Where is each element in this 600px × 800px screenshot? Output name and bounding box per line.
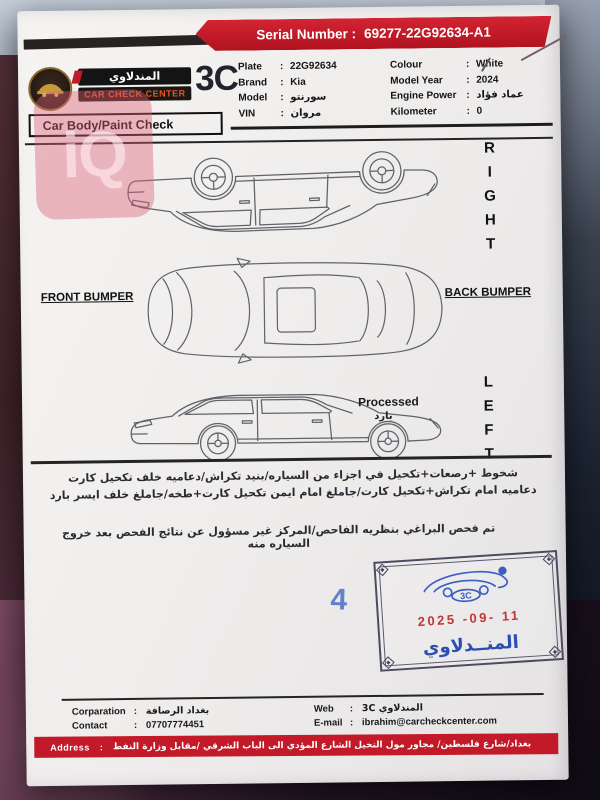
vin-label: VIN	[238, 108, 256, 120]
info-row-model: Model : سورنتو	[238, 91, 382, 104]
stamp-car-doodle-icon: 3C	[423, 566, 508, 603]
info-row-kilometer: Kilometer : 0	[390, 105, 552, 118]
footer-email-row: E-mail : ibrahim@carcheckcenter.com	[314, 716, 497, 729]
stamp-corner-ornament	[375, 563, 389, 577]
vehicle-info-table: Plate : 22G92634 Brand : Kia Model : سور…	[229, 52, 553, 130]
processed-note-arabic: بارد	[374, 410, 393, 423]
model-value: سورنتو	[290, 91, 327, 104]
model-year-label: Model Year	[390, 74, 443, 87]
stamp-name-arabic: المنــدلاوي	[422, 631, 520, 659]
web-value: المندلاوي 3C	[361, 702, 424, 715]
serial-number-banner: Serial Number : 69277-22G92634-A1	[195, 16, 551, 51]
colon: :	[99, 741, 103, 752]
stamp-corner-ornament	[542, 552, 556, 566]
address-label: Address	[50, 741, 90, 753]
stamp-code-text: 3C	[460, 590, 473, 601]
colon: :	[280, 107, 284, 119]
brand-label: Brand	[238, 77, 268, 89]
colon: :	[466, 74, 470, 86]
footer-corporation-row: Corparation : بغداد الرصافة	[72, 705, 209, 718]
info-row-colour: Colour : White	[390, 58, 552, 71]
front-bumper-label: FRONT BUMPER	[40, 290, 134, 305]
info-row-vin: VIN : مروان	[238, 107, 382, 120]
email-value: ibrahim@carcheckcenter.com	[361, 715, 498, 729]
serial-number-value: 69277-22G92634-A1	[363, 24, 491, 42]
colour-label: Colour	[389, 59, 423, 72]
engine-power-value: عماد فؤاد	[476, 89, 524, 101]
address-bar: Address : بغداد/شارع فلسطين/ مجاور مول ا…	[34, 733, 559, 758]
vin-value: مروان	[290, 107, 322, 119]
corporation-value: بغداد الرصافة	[145, 705, 210, 717]
car-diagram-left-side	[130, 393, 442, 462]
vehicle-info-left-column: Plate : 22G92634 Brand : Kia Model : سور…	[230, 55, 383, 127]
inspection-report-sheet: Serial Number : 69277-22G92634-A1 المندل…	[17, 4, 569, 787]
model-year-value: 2024	[476, 74, 499, 86]
official-stamp: 3C 2025 -09- 11 المنــدلاوي	[373, 550, 565, 672]
car-diagram-top-view	[147, 257, 443, 364]
colon: :	[280, 76, 284, 88]
colon: :	[279, 61, 284, 73]
web-label: Web	[313, 703, 334, 715]
colon: :	[465, 59, 470, 71]
engine-power-label: Engine Power	[390, 90, 457, 103]
stamp-corner-ornament	[381, 656, 395, 670]
kilometer-value: 0	[476, 105, 483, 117]
brand-name-english: CAR CHECK CENTER	[78, 86, 192, 102]
stamp-inner-frame: 3C 2025 -09- 11 المنــدلاوي	[375, 552, 562, 670]
brand-value: Kia	[290, 76, 306, 88]
stamp-corner-ornament	[548, 645, 562, 659]
info-row-plate: Plate : 22G92634	[238, 60, 382, 73]
serial-number-label: Serial Number :	[256, 26, 357, 43]
kilometer-label: Kilometer	[390, 105, 437, 118]
colon: :	[133, 705, 138, 717]
back-bumper-label: BACK BUMPER	[444, 286, 532, 300]
footer-contact-row: Contact : 07707774451	[72, 719, 204, 732]
info-row-model-year: Model Year : 2024	[390, 74, 552, 87]
inspection-notes: شخوط +رصعات+تكحيل في اجزاء من السياره/بن…	[43, 464, 543, 504]
corporation-label: Corparation	[71, 706, 126, 718]
handwritten-number: 4	[330, 583, 348, 617]
contact-value: 07707774451	[145, 719, 205, 731]
emblem-car-icon	[37, 83, 64, 98]
vehicle-info-right-column: Colour : White Model Year : 2024 Engine …	[382, 53, 553, 125]
plate-label: Plate	[237, 61, 262, 73]
colon: :	[349, 703, 354, 715]
car-diagram-right-side-flipped	[127, 151, 438, 232]
colon: :	[466, 90, 470, 102]
address-value: بغداد/شارع فلسطين/ مجاور مول النخيل الشا…	[112, 738, 532, 752]
colon: :	[466, 105, 470, 117]
company-emblem	[27, 66, 73, 112]
plate-value: 22G92634	[289, 60, 337, 73]
brand-name-arabic: المندلاوي	[77, 67, 192, 86]
colon: :	[133, 719, 138, 731]
disclaimer-note: تم فحص البراغي بنظريه الفاحص/المركز غير …	[61, 521, 496, 551]
header-black-stripe	[23, 34, 212, 50]
email-label: E-mail	[313, 717, 343, 729]
contact-label: Contact	[71, 720, 108, 732]
processed-label: Processed	[358, 394, 419, 410]
section-title-box: Car Body/Paint Check	[28, 111, 223, 138]
stamp-date: 2025 -09- 11	[417, 607, 522, 630]
info-row-brand: Brand : Kia	[238, 76, 382, 89]
right-side-label: RIGHT	[480, 139, 500, 260]
divider-footer	[61, 692, 544, 701]
colon: :	[349, 717, 354, 729]
footer-web-row: Web : المندلاوي 3C	[314, 702, 423, 714]
colon: :	[280, 92, 284, 104]
section-title: Car Body/Paint Check	[42, 116, 174, 133]
info-row-engine-power: Engine Power : عماد فؤاد	[390, 89, 552, 102]
model-label: Model	[238, 92, 268, 104]
